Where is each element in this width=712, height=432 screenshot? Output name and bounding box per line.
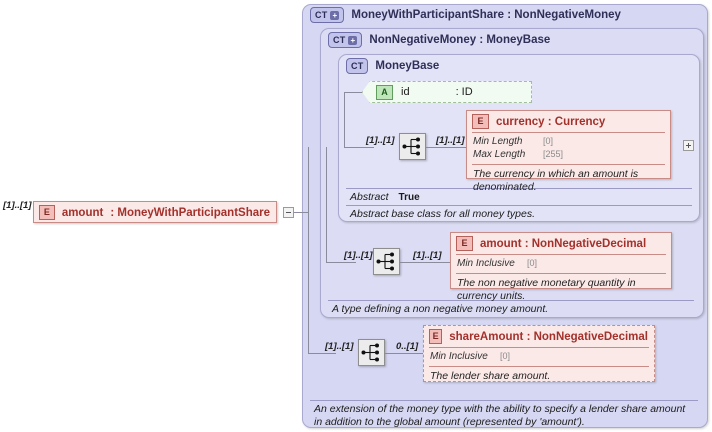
divider <box>456 254 666 255</box>
cardinality-seq3-in: [1]..[1] <box>325 341 354 352</box>
money-base-info: Abstract True Abstract base class for al… <box>346 188 692 223</box>
element-currency-header: E currency : Currency <box>467 111 670 132</box>
attribute-id-name: id <box>401 86 410 98</box>
panel-header-money-with-participant-share[interactable]: CT+ MoneyWithParticipantShare : NonNegat… <box>310 7 621 23</box>
cardinality-seq3-out: 0..[1] <box>396 341 419 352</box>
sequence-compositor-icon-2[interactable] <box>373 248 400 275</box>
element-amount-decimal-documentation: The non negative monetary quantity in cu… <box>457 277 636 302</box>
money-base-documentation: Abstract base class for all money types. <box>346 205 692 223</box>
divider <box>456 273 666 274</box>
element-amount-decimal-header: E amount : NonNegativeDecimal <box>451 233 671 254</box>
element-share-amount-header: E shareAmount : NonNegativeDecimal <box>424 326 654 347</box>
attribute-id-type: : ID <box>455 86 473 98</box>
element-currency-documentation: The currency in which an amount is denom… <box>473 168 639 193</box>
panel-title: MoneyBase <box>375 60 440 72</box>
cardinality-seq2-out: [1]..[1] <box>413 250 442 261</box>
expand-plus-icon[interactable]: + <box>330 10 340 20</box>
divider <box>472 132 665 133</box>
panel-title: MoneyWithParticipantShare : NonNegativeM… <box>351 9 621 21</box>
attribute-badge-icon: A <box>376 84 393 100</box>
cardinality-seq2-in: [1]..[1] <box>344 250 373 261</box>
facet-label: Min Inclusive <box>430 351 488 362</box>
cardinality-seq1-out: [1]..[1] <box>436 135 465 146</box>
currency-expander-toggle[interactable] <box>683 140 694 151</box>
element-badge-icon: E <box>39 205 55 220</box>
connector-spine-level3 <box>344 92 345 147</box>
element-share-amount-name: shareAmount : NonNegativeDecimal <box>449 330 648 343</box>
element-amount-root-name: amount <box>61 206 104 219</box>
attribute-id[interactable]: A id : ID <box>362 81 532 103</box>
facet-value: [255] <box>543 149 564 159</box>
element-amount-root-header: E amount : MoneyWithParticipantShare <box>34 202 276 223</box>
sequence-glyph <box>402 137 420 156</box>
facet-row: Max Length [255] <box>473 148 664 161</box>
facet-row: Min Inclusive [0] <box>430 350 648 363</box>
cardinality-seq1-in: [1]..[1] <box>366 135 395 146</box>
divider <box>429 366 649 367</box>
connector-spine-main <box>308 147 309 353</box>
facet-row: Min Inclusive [0] <box>457 257 665 270</box>
facet-label: Min Length <box>473 136 523 147</box>
connector-seq2-out <box>400 262 450 263</box>
panel-header-money-base[interactable]: CT MoneyBase <box>346 58 439 74</box>
element-amount-root[interactable]: E amount : MoneyWithParticipantShare <box>33 201 277 223</box>
money-with-participant-share-documentation: An extension of the money type with the … <box>310 400 698 431</box>
abstract-value: True <box>398 192 420 203</box>
complextype-badge-icon: CT+ <box>328 32 363 48</box>
connector-root-to-panel <box>294 212 308 213</box>
connector-spine-to-seq2 <box>326 262 356 263</box>
connector-attr-stub <box>344 92 362 93</box>
non-negative-money-documentation: A type defining a non negative money amo… <box>328 300 694 318</box>
panel-header-non-negative-money[interactable]: CT+ NonNegativeMoney : MoneyBase <box>328 32 550 48</box>
attribute-id-inner: A id : ID <box>372 82 531 102</box>
element-badge-icon: E <box>472 114 489 129</box>
element-amount-decimal-facets: Min Inclusive [0] <box>451 255 671 273</box>
sequence-glyph <box>361 343 379 362</box>
element-amount-root-type: : MoneyWithParticipantShare <box>110 206 270 219</box>
element-currency-facets: Min Length [0] Max Length [255] <box>467 133 670 164</box>
divider <box>429 347 649 348</box>
complextype-badge-icon: CT <box>346 58 369 74</box>
panel-title: NonNegativeMoney : MoneyBase <box>369 34 551 46</box>
facet-value: [0] <box>500 351 511 361</box>
expand-plus-icon[interactable]: + <box>348 35 358 45</box>
facet-row: Min Length [0] <box>473 135 664 148</box>
element-amount-decimal[interactable]: E amount : NonNegativeDecimal Min Inclus… <box>450 232 672 302</box>
abstract-row: Abstract True <box>346 188 692 205</box>
facet-value: [0] <box>543 136 554 146</box>
connector-spine-to-seq1 <box>344 147 374 148</box>
connector-seq1-out <box>426 147 466 148</box>
complextype-badge-icon: CT+ <box>310 7 345 23</box>
element-amount-decimal-name: amount : NonNegativeDecimal <box>480 237 647 250</box>
non-negative-money-info: A type defining a non negative money amo… <box>328 300 694 318</box>
element-badge-icon: E <box>456 236 473 251</box>
sequence-compositor-icon-3[interactable] <box>358 339 385 366</box>
sequence-compositor-icon-1[interactable] <box>399 133 426 160</box>
abstract-label: Abstract <box>350 191 389 203</box>
facet-label: Max Length <box>473 149 526 160</box>
element-currency[interactable]: E currency : Currency Min Length [0] Max… <box>466 110 671 193</box>
element-share-amount-documentation: The lender share amount. <box>430 370 551 382</box>
connector-seq3-out <box>385 353 423 354</box>
element-share-amount[interactable]: E shareAmount : NonNegativeDecimal Min I… <box>423 325 655 382</box>
divider <box>472 164 665 165</box>
element-share-amount-facets: Min Inclusive [0] <box>424 348 654 366</box>
facet-label: Min Inclusive <box>457 258 515 269</box>
element-currency-name: currency : Currency <box>496 115 606 128</box>
root-collapse-toggle[interactable] <box>283 207 294 218</box>
root-cardinality: [1]..[1] <box>3 200 32 211</box>
sequence-glyph <box>376 252 394 271</box>
connector-spine-level2 <box>326 147 327 262</box>
connector-spine-to-seq3 <box>308 353 336 354</box>
element-badge-icon: E <box>429 329 443 344</box>
facet-value: [0] <box>527 258 538 268</box>
money-with-participant-share-info: An extension of the money type with the … <box>310 400 698 431</box>
